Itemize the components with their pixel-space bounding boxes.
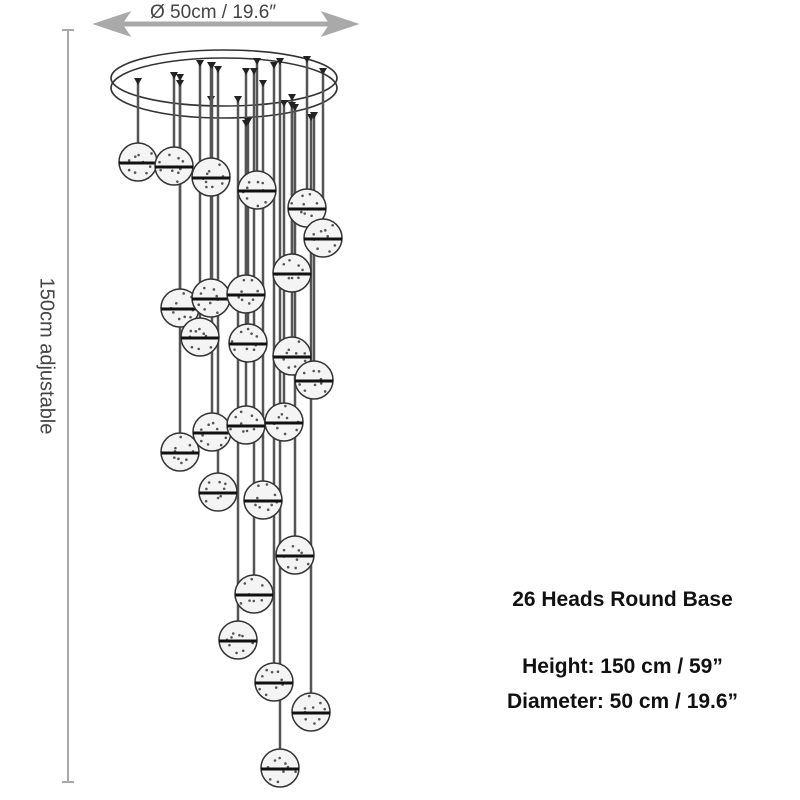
- pendant-ball: [260, 748, 300, 788]
- pendant-ball: [118, 142, 158, 182]
- canopy-cap-icon: [253, 58, 261, 65]
- pendant-ball: [275, 535, 315, 575]
- pendant-ball: [180, 317, 220, 357]
- canopy-cap-icon: [303, 56, 311, 63]
- diameter-label: Ø 50cm / 19.6″: [150, 2, 277, 23]
- ceiling-base: [110, 49, 338, 119]
- pendant-ball: [291, 692, 331, 732]
- pendant-ball: [218, 620, 258, 660]
- canopy-cap-icon: [291, 104, 299, 111]
- pendant-ball: [191, 157, 231, 197]
- canopy-cap-icon: [214, 66, 222, 73]
- canopy-cap-icon: [176, 80, 184, 87]
- pendant-balls: [118, 142, 343, 788]
- pendant-ball: [254, 662, 294, 702]
- pendant-ball: [198, 472, 238, 512]
- pendant-ball: [243, 480, 283, 520]
- canopy-cap-icon: [276, 58, 284, 65]
- pendant-ball: [237, 170, 277, 210]
- canopy-cap-icon: [176, 74, 184, 81]
- pendant-ball: [226, 405, 266, 445]
- spec-title: 26 Heads Round Base: [512, 588, 733, 611]
- canopy-cap-icon: [307, 114, 315, 121]
- pendant-ball: [191, 278, 231, 318]
- pendant-ball: [192, 412, 232, 452]
- canopy-cap-icon: [270, 62, 278, 69]
- height-label: 150cm adjustable: [35, 277, 58, 435]
- canopy-cap-icon: [288, 94, 296, 101]
- diameter-arrow: [92, 11, 360, 37]
- pendant-ball: [226, 274, 266, 314]
- pendant-ball: [154, 146, 194, 186]
- pendant-ball: [160, 432, 200, 472]
- height-dimension-line: [62, 29, 74, 783]
- pendant-ball: [160, 288, 200, 328]
- canopy-cap-icon: [250, 68, 258, 75]
- spec-diameter: Diameter: 50 cm / 19.6”: [506, 690, 739, 713]
- canopy-cap-icon: [259, 80, 267, 87]
- pendant-ball: [234, 574, 274, 614]
- canopy-cap-icon: [280, 100, 288, 107]
- canopy-cap-icon: [134, 78, 142, 85]
- canopy-cap-icon: [196, 60, 204, 67]
- spec-height: Height: 150 cm / 59”: [522, 655, 723, 678]
- pendant-ball: [287, 188, 327, 228]
- canopy-cap-icon: [242, 68, 250, 75]
- canopy-cap-icon: [319, 68, 327, 75]
- pendant-ball: [264, 402, 304, 442]
- pendant-ball: [228, 323, 268, 363]
- pendant-ball: [294, 360, 334, 400]
- canopy-cap-icon: [170, 72, 178, 79]
- canopy-cap-icon: [242, 120, 250, 127]
- canopy-cap-icon: [208, 62, 216, 69]
- pendant-ball: [272, 253, 312, 293]
- canopy-cap-icon: [234, 96, 242, 103]
- pendant-ball: [303, 218, 343, 258]
